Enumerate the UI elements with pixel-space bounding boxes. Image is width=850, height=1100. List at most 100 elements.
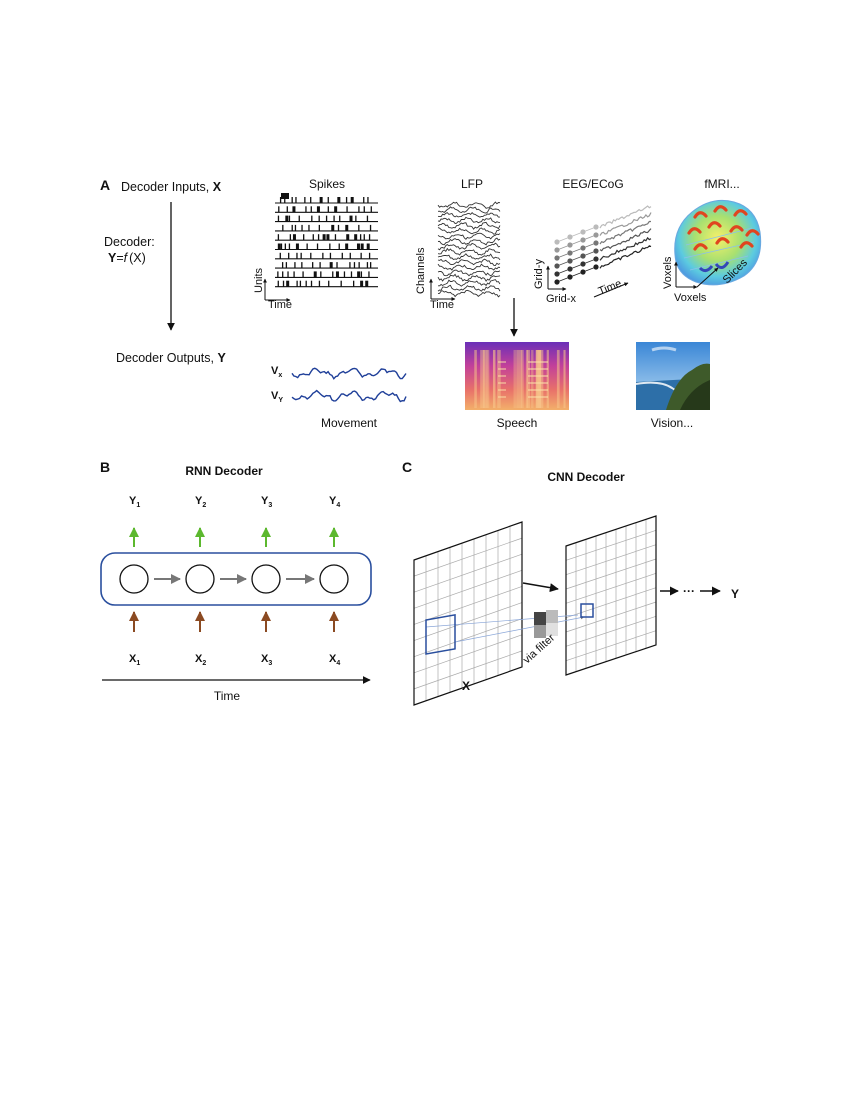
grid-line: [565, 558, 657, 590]
fmri-blob: [707, 221, 722, 229]
spike-tick: [360, 280, 364, 287]
spike-tick: [279, 252, 281, 259]
vision-label: Vision...: [651, 416, 693, 430]
eeg-rows: [554, 205, 652, 285]
spike-tick: [288, 215, 291, 222]
spectrogram-band: [531, 350, 534, 408]
input-feature-grid: [413, 521, 523, 706]
spike-tick: [301, 262, 303, 269]
receptive-field-box: [425, 614, 456, 655]
fmri-blob: [745, 229, 760, 237]
spike-tick: [339, 215, 341, 222]
spike-tick: [287, 271, 289, 278]
spike-tick: [369, 262, 372, 269]
spike-tick: [349, 262, 351, 269]
lfp-trace: [437, 221, 501, 230]
spike-tick: [320, 271, 322, 278]
spectrogram-band: [525, 350, 529, 408]
spike-tick: [336, 262, 338, 269]
spike-tick: [286, 280, 290, 287]
spike-tick: [303, 234, 305, 241]
spike-tick: [281, 193, 289, 199]
fmri-blob: [729, 225, 744, 233]
lfp-trace: [437, 201, 501, 209]
spectrogram-band: [563, 350, 566, 408]
eeg-trace: [599, 220, 651, 245]
spikes-x-label: Time: [268, 299, 292, 311]
spike-tick: [286, 206, 288, 213]
panel-b-letter: B: [100, 459, 110, 475]
spike-tick: [295, 243, 299, 250]
panel-a-letter: A: [100, 177, 110, 193]
spike-tick: [318, 215, 320, 222]
projection-line-2: [454, 615, 585, 643]
grid-frame: [413, 521, 523, 706]
input-label: X4: [329, 653, 340, 667]
grid-line: [565, 587, 657, 618]
spike-tick: [277, 243, 281, 250]
spike-tick: [360, 252, 362, 259]
fmri-blob: [687, 227, 702, 235]
grid-line: [413, 586, 523, 625]
movement-label: Movement: [321, 416, 378, 430]
spike-tick: [292, 206, 296, 213]
spike-tick: [363, 197, 365, 203]
vy-label: VY: [271, 390, 283, 404]
spike-tick: [316, 243, 319, 250]
spike-tick: [293, 271, 295, 278]
spike-tick: [288, 243, 291, 250]
fmri-blob: [693, 243, 708, 251]
eeg-x-label: Grid-x: [546, 293, 576, 305]
grid-frame: [565, 515, 657, 676]
movement-output: Vx VY Movement: [271, 365, 407, 430]
spike-tick: [302, 271, 304, 278]
grid-line: [413, 634, 523, 674]
spike-tick: [294, 224, 297, 231]
fmri-brain-image: [674, 199, 762, 286]
spike-tick: [312, 262, 314, 269]
spike-tick: [366, 243, 370, 250]
spike-tick: [349, 215, 353, 222]
spike-tick: [291, 224, 293, 231]
spike-tick: [306, 243, 308, 250]
lfp-trace: [437, 232, 501, 240]
spike-tick: [285, 215, 289, 222]
spike-tick: [288, 252, 290, 259]
lfp-trace: [437, 253, 501, 261]
vision-photo: [635, 342, 710, 410]
spike-tick: [285, 262, 288, 269]
spike-tick: [337, 197, 341, 203]
fmri-blob: [739, 241, 754, 249]
spike-tick: [305, 280, 307, 287]
spike-tick: [310, 252, 312, 259]
spike-tick: [368, 271, 370, 278]
time-label: Time: [214, 689, 241, 703]
spike-tick: [358, 206, 360, 213]
spectrogram-band: [517, 350, 523, 408]
spike-tick: [363, 234, 365, 241]
spike-tick: [312, 234, 314, 241]
spike-tick: [329, 243, 331, 250]
spikes-y-label: Units: [253, 267, 265, 293]
spike-tick: [313, 271, 317, 278]
eeg-t-label: Time: [597, 278, 624, 298]
vx-label: Vx: [271, 365, 282, 379]
spike-tick: [277, 234, 280, 241]
spike-tick: [317, 234, 320, 241]
spike-tick: [279, 197, 282, 203]
lfp-trace: [437, 216, 501, 224]
rnn-hidden-unit: [251, 564, 281, 594]
spike-tick: [345, 224, 349, 231]
panel-c-letter: C: [402, 459, 412, 475]
spike-tick: [370, 206, 372, 213]
spike-tick: [301, 224, 303, 231]
spike-tick: [338, 243, 340, 250]
eeg-trace: [599, 205, 652, 229]
lfp-trace: [437, 273, 501, 282]
spike-tick: [299, 280, 302, 287]
grid-line: [413, 537, 523, 577]
spike-tick: [304, 197, 306, 203]
rnn-hidden-unit: [185, 564, 215, 594]
spectrogram-band: [482, 350, 488, 408]
spectrogram-band: [535, 350, 542, 408]
